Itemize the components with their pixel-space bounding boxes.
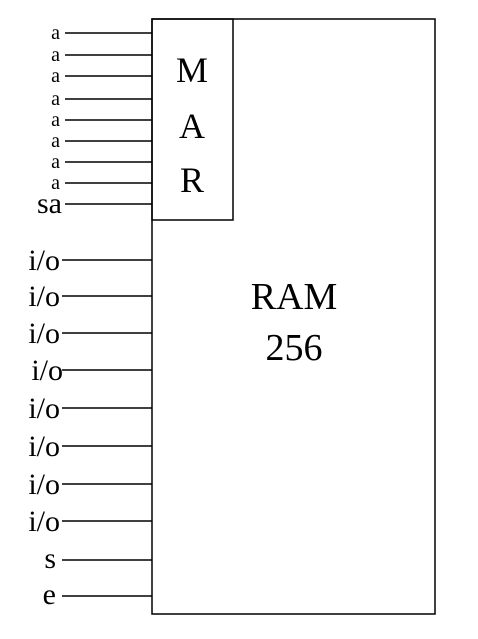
enable-pin-label: e bbox=[43, 578, 56, 611]
select-address-pin-label: sa bbox=[37, 187, 62, 220]
set-pin-label: s bbox=[44, 542, 56, 575]
address-pin-label-1: a bbox=[51, 22, 60, 44]
ram-label: RAM bbox=[251, 276, 338, 318]
address-pin-label-6: a bbox=[51, 130, 60, 152]
io-pin-label-6: i/o bbox=[28, 430, 60, 463]
address-pin-label-4: a bbox=[51, 88, 60, 110]
address-pin-label-5: a bbox=[51, 109, 60, 131]
mar-letter-a: A bbox=[179, 106, 205, 146]
io-pin-label-8: i/o bbox=[28, 505, 60, 538]
address-pin-label-2: a bbox=[51, 44, 60, 66]
io-pin-label-2: i/o bbox=[28, 280, 60, 313]
io-pin-label-4: i/o bbox=[31, 354, 63, 387]
address-pin-label-8: a bbox=[51, 172, 60, 194]
address-pin-label-3: a bbox=[51, 65, 60, 87]
io-pin-label-7: i/o bbox=[28, 468, 60, 501]
mar-letter-r: R bbox=[180, 160, 204, 200]
io-pin-label-3: i/o bbox=[28, 317, 60, 350]
ram-block bbox=[151, 18, 436, 615]
io-pin-label-1: i/o bbox=[28, 244, 60, 277]
address-pin-label-7: a bbox=[51, 151, 60, 173]
mar-letter-m: M bbox=[176, 50, 208, 90]
ram-size-label: 256 bbox=[266, 327, 323, 369]
io-pin-label-5: i/o bbox=[28, 392, 60, 425]
